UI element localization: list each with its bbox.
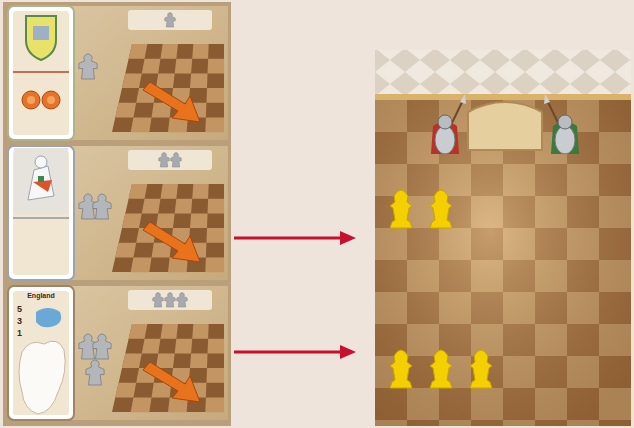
- card-face: [13, 291, 69, 415]
- shield-card-art: [13, 16, 69, 109]
- count-tab: [128, 150, 212, 170]
- throne-arch: [468, 102, 542, 150]
- card: [8, 146, 74, 280]
- card-number: 1: [13, 327, 69, 339]
- board-tile: [112, 324, 224, 412]
- strip-frame: [3, 2, 231, 426]
- meeple-icon: [93, 194, 111, 219]
- card: [8, 286, 74, 420]
- guard-figure: [544, 94, 579, 154]
- card-face: [13, 11, 69, 135]
- meeple-icon: [159, 153, 170, 167]
- pawn: [430, 350, 452, 388]
- board-tile: [112, 44, 224, 132]
- england-card-art: [19, 308, 65, 414]
- meeple-icon: [165, 293, 176, 307]
- card-number: 5: [13, 303, 69, 315]
- meeple-icon: [79, 54, 97, 79]
- meeple-icon: [171, 153, 182, 167]
- meeple-icon: [153, 293, 164, 307]
- meeple-icon: [93, 334, 111, 359]
- card-number: 3: [13, 315, 69, 327]
- card: [8, 6, 74, 140]
- board-shade: [375, 100, 631, 426]
- count-tab: [128, 10, 212, 30]
- board-border: [375, 94, 631, 100]
- figure-card-art: [13, 148, 69, 218]
- pawn: [390, 350, 412, 388]
- board-tile: [112, 184, 224, 272]
- card-title: England: [13, 291, 69, 300]
- guard-figure: [431, 94, 466, 154]
- pawn: [430, 190, 452, 228]
- region-card: England 531: [13, 291, 69, 339]
- row-panel: [72, 6, 228, 140]
- board-top-band: [375, 50, 631, 98]
- meeple-icon: [86, 360, 104, 385]
- row-panel: [72, 286, 228, 420]
- pawn: [470, 350, 492, 388]
- pointer-arrows: [234, 231, 356, 359]
- meeple-icon: [177, 293, 188, 307]
- meeple-icon: [165, 13, 176, 27]
- row-panel: [72, 146, 228, 280]
- count-tab: [128, 290, 212, 310]
- pawn: [390, 190, 412, 228]
